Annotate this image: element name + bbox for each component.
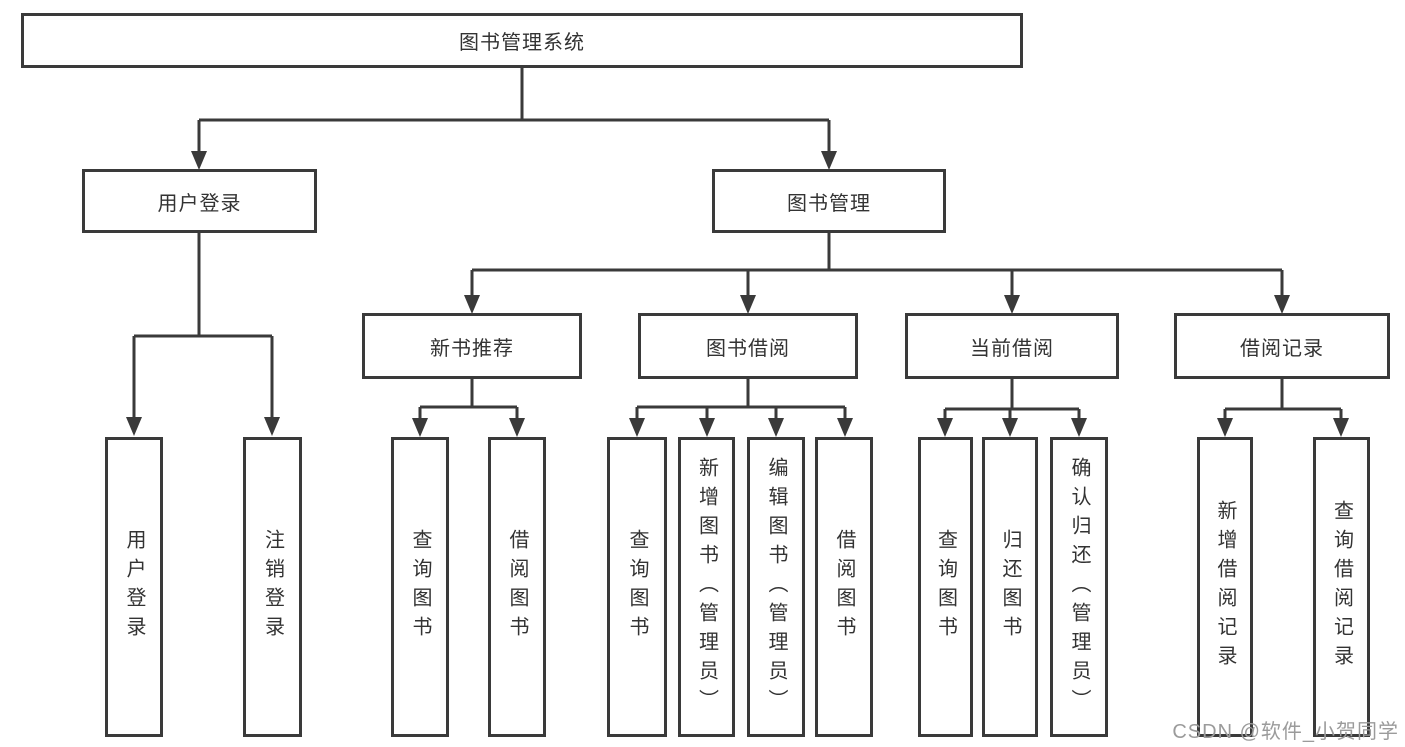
leaf-label: 查询借阅记录 [1330, 500, 1353, 674]
connector-bookborrow-to-leaves [629, 379, 853, 437]
node-borrow-record: 借阅记录 [1174, 313, 1390, 379]
node-book-management-label: 图书管理 [787, 192, 871, 215]
leaf-label: 借阅图书 [833, 529, 855, 645]
leaf-label: 查询图书 [934, 529, 957, 645]
leaf-query-borrow-record: 查询借阅记录 [1313, 437, 1370, 737]
leaf-label: 新增图书（管理员） [695, 456, 718, 718]
connector-userlogin-to-leaves [126, 233, 280, 436]
leaf-add-borrow-record: 新增借阅记录 [1197, 437, 1253, 737]
leaf-label: 查询图书 [409, 529, 431, 645]
node-borrow-record-label: 借阅记录 [1240, 337, 1324, 360]
leaf-edit-book-admin: 编辑图书（管理员） [747, 437, 805, 737]
leaf-label: 用户登录 [123, 529, 145, 645]
leaf-label: 新增借阅记录 [1214, 500, 1236, 674]
leaf-query-book-3: 查询图书 [918, 437, 973, 737]
connector-borrowrecord-to-leaves [1217, 379, 1349, 437]
leaf-label: 借阅图书 [506, 529, 528, 645]
leaf-user-login: 用户登录 [105, 437, 163, 737]
connector-bookmgmt-to-level3 [464, 233, 1290, 314]
leaf-label: 编辑图书（管理员） [765, 456, 787, 718]
leaf-logout: 注销登录 [243, 437, 302, 737]
leaf-add-book-admin: 新增图书（管理员） [678, 437, 735, 737]
node-new-book-recommend: 新书推荐 [362, 313, 582, 379]
leaf-confirm-return-admin: 确认归还（管理员） [1050, 437, 1108, 737]
leaf-query-book-2: 查询图书 [607, 437, 667, 737]
connector-currentborrow-to-leaves [937, 379, 1087, 437]
node-user-login: 用户登录 [82, 169, 317, 233]
node-current-borrow-label: 当前借阅 [970, 337, 1054, 360]
node-book-borrow: 图书借阅 [638, 313, 858, 379]
leaf-label: 确认归还（管理员） [1068, 456, 1090, 718]
leaf-query-book-1: 查询图书 [391, 437, 449, 737]
node-book-borrow-label: 图书借阅 [706, 337, 790, 360]
leaf-borrow-book-2: 借阅图书 [815, 437, 873, 737]
leaf-label: 注销登录 [261, 529, 284, 645]
leaf-return-book: 归还图书 [982, 437, 1038, 737]
node-new-book-recommend-label: 新书推荐 [430, 337, 514, 360]
leaf-label: 查询图书 [626, 529, 648, 645]
connector-root-to-level2 [191, 68, 837, 170]
node-root-label: 图书管理系统 [459, 32, 585, 54]
watermark: CSDN @软件_小贺同学 [1172, 721, 1399, 743]
node-current-borrow: 当前借阅 [905, 313, 1119, 379]
leaf-borrow-book-1: 借阅图书 [488, 437, 546, 737]
node-book-management: 图书管理 [712, 169, 946, 233]
node-user-login-label: 用户登录 [157, 192, 242, 215]
connector-newbook-to-leaves [412, 379, 525, 437]
leaf-label: 归还图书 [999, 529, 1021, 645]
node-root: 图书管理系统 [21, 13, 1023, 68]
